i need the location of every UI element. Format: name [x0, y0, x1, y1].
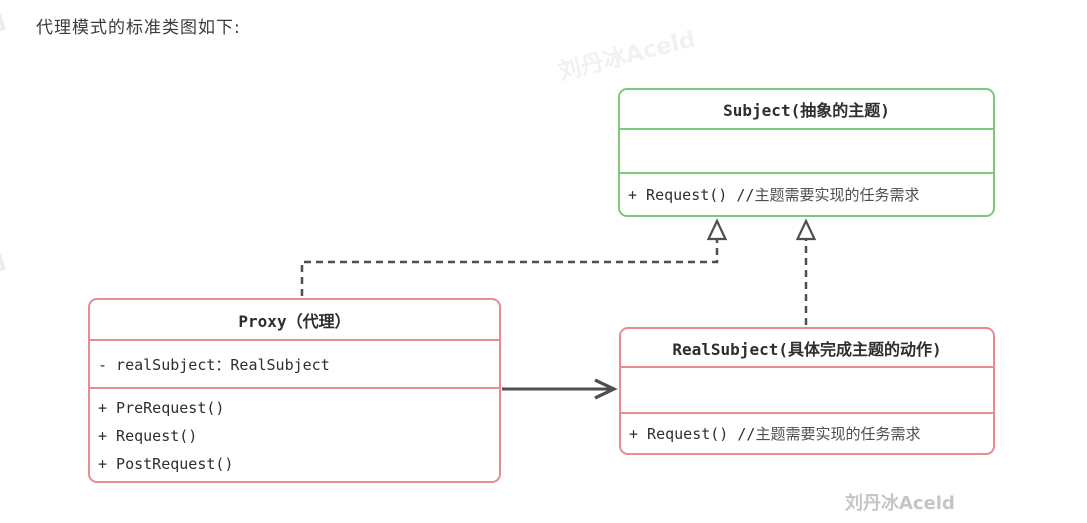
uml-class-proxy: Proxy（代理） - realSubject：RealSubject + Pr…: [88, 298, 501, 483]
uml-method: + Request() //主题需要实现的任务需求: [620, 184, 919, 205]
uml-class-realsubject-methods: + Request() //主题需要实现的任务需求: [621, 412, 993, 453]
method-code: + Request() //: [629, 425, 756, 443]
uml-class-subject-title: Subject(抽象的主题): [723, 101, 890, 120]
realization-arrow-realsubject-to-subject: [795, 218, 817, 325]
uml-class-realsubject-attributes: [621, 366, 993, 412]
uml-method: + PostRequest(): [98, 455, 234, 473]
realization-arrow-proxy-to-subject: [300, 218, 728, 296]
uml-class-realsubject: RealSubject(具体完成主题的动作) + Request() //主题需…: [619, 327, 995, 455]
watermark-signature: 刘丹冰Aceld: [845, 493, 955, 514]
method-code: + Request() //: [628, 186, 755, 204]
uml-class-subject-methods: + Request() //主题需要实现的任务需求: [620, 172, 993, 215]
uml-class-proxy-methods: + PreRequest() + Request() + PostRequest…: [90, 387, 499, 481]
page-title: 代理模式的标准类图如下:: [36, 18, 241, 38]
uml-class-proxy-attributes: - realSubject：RealSubject: [90, 339, 499, 387]
uml-method: + PreRequest(): [98, 399, 225, 417]
method-comment: 主题需要实现的任务需求: [754, 186, 920, 204]
uml-class-subject-attributes: [620, 128, 993, 172]
association-arrow-proxy-to-realsubject: [502, 378, 618, 400]
uml-method: + Request() //主题需要实现的任务需求: [621, 423, 920, 444]
uml-class-realsubject-title: RealSubject(具体完成主题的动作): [672, 339, 942, 359]
uml-attribute: - realSubject：RealSubject: [98, 355, 330, 374]
uml-class-subject: Subject(抽象的主题) + Request() //主题需要实现的任务需求: [618, 88, 995, 217]
uml-class-proxy-title: Proxy（代理）: [238, 311, 351, 331]
uml-method: + Request(): [98, 427, 198, 445]
method-comment: 主题需要实现的任务需求: [755, 425, 921, 443]
